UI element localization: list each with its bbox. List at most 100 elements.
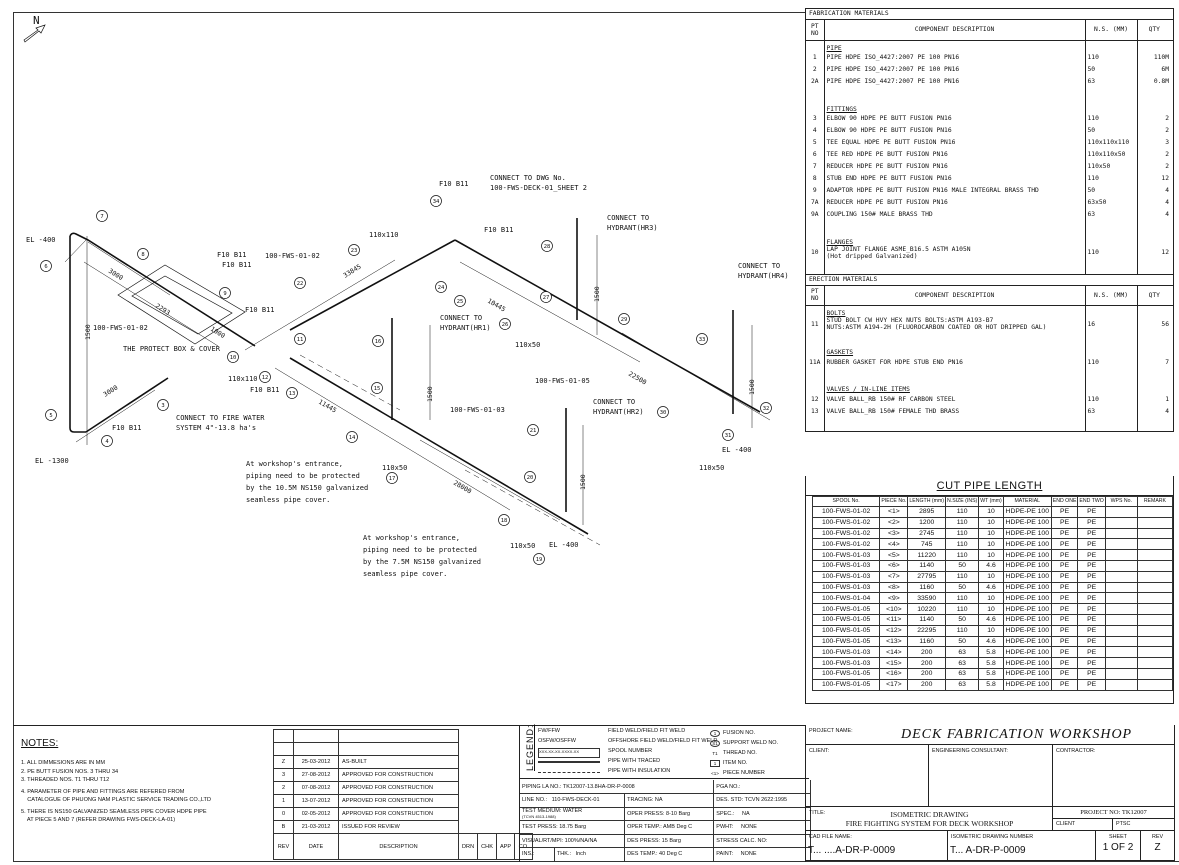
pipe-spool-01-02-bottom [85,377,169,433]
cut-cell [1104,570,1138,583]
cut-cell: 110 [944,624,980,637]
protect-box-label: THE PROTECT BOX & COVER [123,345,221,353]
cut-pipe-length-table: CUT PIPE LENGTH SPOOL No.PIECE No.LENGTH… [805,476,1174,704]
description-text: LAP JOINT FLANGE ASME_B16.5 ASTM A105N [826,245,971,253]
drawing-title-line1: ISOMETRIC DRAWING [890,810,969,819]
group-row: PIPE [806,40,1173,52]
pga-no: PGA NO.: [713,780,811,794]
fusion-number-bubble: 18 [498,514,510,526]
cut-cell: 11220 [907,549,946,561]
cut-cell: PE [1050,527,1079,540]
nominal-size: 110 [1084,356,1137,368]
component-description: STUD BOLT CW HVY HEX NUTS BOLTS:ASTM A19… [823,317,1085,331]
nominal-size: 110 [1084,393,1137,405]
legend-mark-desc: FUSION NO. [723,730,756,736]
cad-file-name: T... ....A-DR-P-0009 [808,845,896,856]
cut-cell [1104,527,1138,540]
rev-header-desc: DESCRIPTION [338,833,459,860]
description-text: VALVE BALL_RB 150# FEMALE THD BRASS [826,407,960,415]
svg-text:34: 34 [433,199,440,205]
description-text: RUBBER GASKET FOR HDPE STUB END PN16 [826,358,963,366]
cut-cell: PE [1077,581,1106,594]
quantity: 0.8M [1136,75,1173,88]
flange-tag: F10 B11 [222,261,252,269]
dimension-label: 33845 [342,262,363,279]
cut-cell: 1140 [907,613,946,626]
pwht: NONE [741,824,757,831]
cut-cell [1136,506,1174,518]
rev: Z [273,755,294,769]
description-text: ELBOW 90 HDPE PE BUTT FUSION PN16 [826,127,952,134]
cut-cell [1136,657,1174,669]
rev-date: 27-08-2012 [293,768,339,782]
description-text: REDUCER HDPE PE BUTT FUSION PN16 [826,163,948,170]
cut-cell [1104,506,1138,518]
quantity: 6M [1136,63,1173,76]
rev-header-drn: DRN [457,833,479,860]
cut-col-header: SPOOL No. [811,496,881,507]
note-line: 1. ALL DIMMESIONS ARE IN MM [21,760,106,766]
pt-no: 12 [810,395,819,403]
cut-cell: PE [1050,646,1079,659]
drawing-frame-bottom [13,861,1179,862]
group-name: FLANGES [823,234,1085,246]
nominal-size: 110x110x50 [1084,148,1137,161]
test-press: 18.75 [559,824,573,831]
legend-mark: <1>PIECE NUMBER [710,768,778,778]
col-ns: N.S. (MM) [1084,20,1137,41]
cut-cell: 100-FWS-01-05 [811,613,881,626]
dimension-label: 2293 [154,302,172,317]
dimension-label: 3000 [107,267,125,282]
cut-cell: 22295 [907,624,946,637]
cut-cell: 200 [907,657,946,669]
cut-cell: <9> [879,592,909,605]
pipe-spool-01-03 [289,357,589,535]
cut-cell: PE [1050,624,1079,637]
sheet-number: 1 OF 2 [1102,842,1134,853]
pipe-spool-01-05 [454,239,761,413]
cut-cell [1104,516,1138,529]
sheet-label: SHEET [1109,834,1127,840]
fire-water-line2: SYSTEM 4"-13.8 ha's [176,424,256,432]
cut-col-header: MATERIAL [1002,496,1052,507]
tracing: TRACING: NA [624,793,715,808]
quantity: 3 [1136,136,1173,149]
hr4-line2: HYDRANT(HR4) [738,272,789,280]
fusion-number-bubble: 30 [657,406,669,418]
fabrication-title: FABRICATION MATERIALS [806,9,1173,20]
rev-header-date: DATE [293,833,339,860]
cut-col-header: REMARK [1136,496,1174,507]
cut-cell: 200 [907,678,946,691]
note-line: AT PIECE 5 AND 7 (REFER DRAWING FWS-DECK… [21,817,176,823]
cut-cell: 110 [944,506,980,518]
rev-description: APPROVED FOR CONSTRUCTION [338,794,459,808]
cut-cell: 50 [944,559,980,572]
ins-label: INS.: [520,847,555,862]
cut-cell [1136,603,1174,615]
oper-temp-unit: Deg C [676,824,693,831]
component-description: COUPLING 150# MALE BRASS THD [823,208,1085,221]
dimension-label: 1500 [426,386,434,402]
component-description: STUB END HDPE PE BUTT FUSION PN16 [823,172,1085,185]
cut-cell: 110 [944,516,980,529]
cut-cell: 10 [978,603,1004,615]
col-qty: QTY [1136,20,1173,41]
cut-cell: 100-FWS-01-04 [811,592,881,605]
cut-cell: HDPE-PE 100 [1002,646,1052,659]
fusion-number-bubble: 4 [101,435,113,447]
dimension-label: 1500 [579,474,587,490]
svg-text:30: 30 [660,410,667,416]
nominal-size: 50 [1084,63,1137,76]
legend-mark-symbol: <1> [711,770,719,776]
quantity: 2 [1136,124,1173,137]
